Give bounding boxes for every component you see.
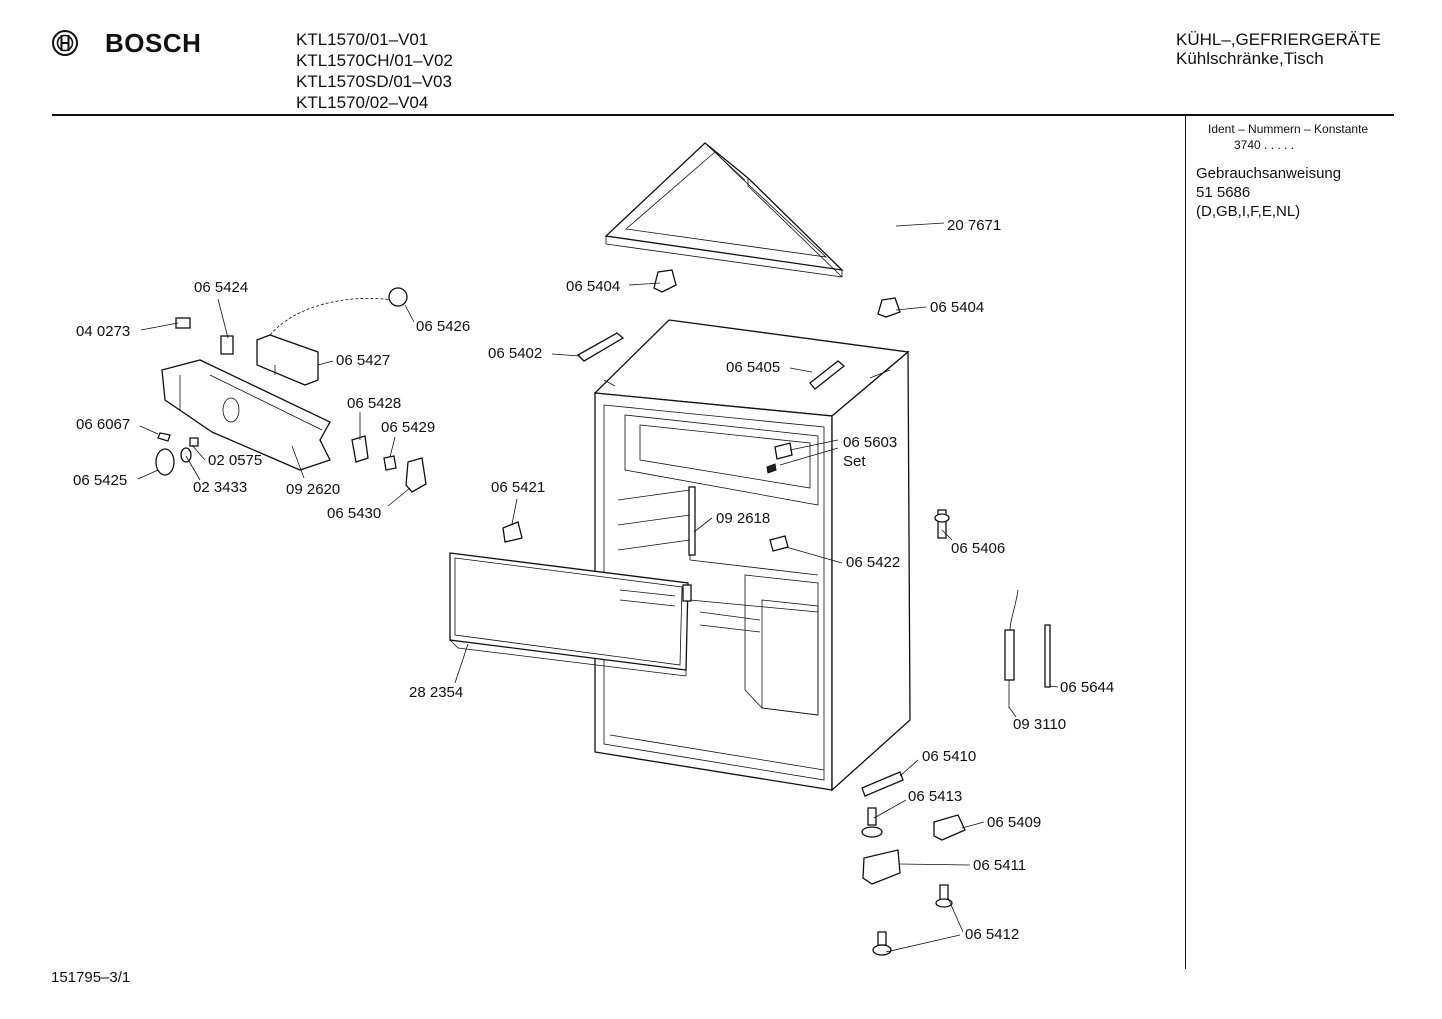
part-label: 06 5413 bbox=[908, 788, 963, 805]
part-label: 06 5405 bbox=[726, 359, 781, 376]
thermostat-box bbox=[256, 287, 408, 386]
part-label: 06 5409 bbox=[987, 814, 1042, 831]
part-label: 06 5404 bbox=[930, 299, 985, 316]
bosch-armature-icon bbox=[52, 30, 78, 56]
category-heading: KÜHL–,GEFRIERGERÄTE Kühlschränke,Tisch bbox=[1176, 30, 1381, 68]
part-label: 04 0273 bbox=[76, 323, 131, 340]
category-line-2: Kühlschränke,Tisch bbox=[1176, 49, 1324, 68]
part-label: 09 2620 bbox=[286, 481, 341, 498]
header-rule bbox=[52, 114, 1394, 116]
category-line-1: KÜHL–,GEFRIERGERÄTE bbox=[1176, 30, 1381, 49]
part-label: 06 5421 bbox=[491, 479, 546, 496]
model-item: KTL1570/02–V04 bbox=[296, 93, 429, 112]
part-label: 06 5430 bbox=[327, 505, 382, 522]
part-label: 02 0575 bbox=[208, 452, 263, 469]
part-label: 06 5428 bbox=[347, 395, 402, 412]
cabinet-body bbox=[593, 319, 911, 792]
top-cover-part bbox=[604, 142, 844, 278]
part-label: 06 5426 bbox=[416, 318, 471, 335]
part-label: 06 5410 bbox=[922, 748, 977, 765]
manual-languages: (D,GB,I,F,E,NL) bbox=[1196, 203, 1301, 220]
part-label: 28 2354 bbox=[409, 684, 464, 701]
hinge-plate-top-left bbox=[576, 332, 625, 362]
model-item: KTL1570/01–V01 bbox=[296, 30, 429, 49]
door-part bbox=[449, 552, 692, 677]
model-list: KTL1570/01–V01 KTL1570CH/01–V02 KTL1570S… bbox=[296, 29, 453, 113]
leader-lines bbox=[137, 222, 1059, 953]
part-label: 06 5402 bbox=[488, 345, 543, 362]
part-label: 06 5429 bbox=[381, 419, 436, 436]
part-label: 02 3433 bbox=[193, 479, 248, 496]
knob-part bbox=[155, 447, 192, 476]
part-label: 20 7671 bbox=[947, 217, 1002, 234]
part-label: 06 5406 bbox=[951, 540, 1006, 557]
part-label: 06 5644 bbox=[1060, 679, 1115, 696]
inner-parts bbox=[502, 442, 793, 556]
hinge-plate-top-right bbox=[809, 360, 846, 390]
part-label: 06 6067 bbox=[76, 416, 131, 433]
sidebar-divider bbox=[1185, 116, 1186, 969]
small-parts bbox=[157, 317, 427, 493]
hinge-block-right bbox=[877, 297, 901, 318]
manual-number: 51 5686 bbox=[1196, 184, 1251, 201]
door-stop-part bbox=[934, 509, 950, 539]
thermostat-housing bbox=[161, 359, 331, 471]
brand-name: BOSCH bbox=[105, 28, 202, 58]
manual-info: Gebrauchsanweisung 51 5686 (D,GB,I,F,E,N… bbox=[1196, 164, 1341, 221]
part-label: 06 5603 bbox=[843, 434, 898, 451]
document-number: 151795–3/1 bbox=[51, 969, 131, 986]
part-label: 06 5412 bbox=[965, 926, 1020, 943]
part-label: 06 5422 bbox=[846, 554, 901, 571]
model-item: KTL1570CH/01–V02 bbox=[296, 51, 453, 70]
bottom-hinge-parts bbox=[861, 771, 966, 956]
part-label: 06 5427 bbox=[336, 352, 391, 369]
sensor-parts bbox=[1004, 589, 1051, 708]
model-item: KTL1570SD/01–V03 bbox=[296, 72, 452, 91]
ident-label: Ident – Nummern – Konstante bbox=[1208, 122, 1369, 136]
manual-title: Gebrauchsanweisung bbox=[1196, 165, 1342, 182]
exploded-view-drawing bbox=[137, 142, 1059, 956]
part-label: 09 3110 bbox=[1013, 716, 1067, 733]
part-label-set: Set bbox=[843, 453, 866, 470]
part-label: 06 5424 bbox=[194, 279, 249, 296]
bosch-logo: BOSCH bbox=[50, 28, 210, 60]
hinge-block-left bbox=[653, 269, 677, 293]
ident-value: 3740 . . . . . bbox=[1234, 138, 1295, 152]
part-label: 06 5411 bbox=[973, 857, 1027, 874]
part-label: 09 2618 bbox=[716, 510, 771, 527]
part-label: 06 5425 bbox=[73, 472, 128, 489]
part-label: 06 5404 bbox=[566, 278, 621, 295]
